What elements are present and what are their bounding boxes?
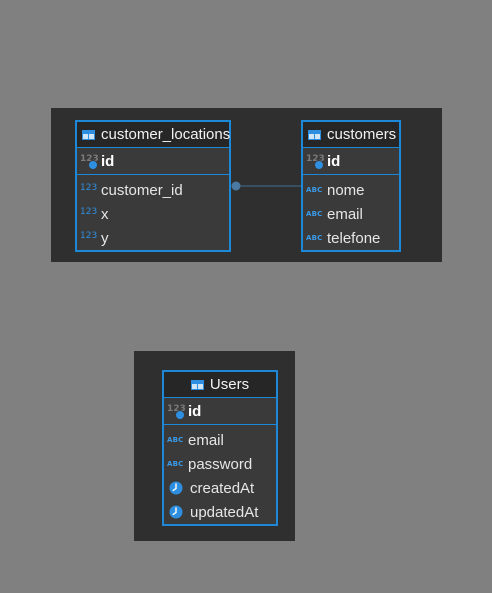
numeric-type-icon: 123: [80, 207, 98, 217]
numeric-type-icon: 123: [80, 183, 98, 193]
column-name: id: [188, 402, 202, 420]
entity-title: customer_locations: [101, 126, 231, 143]
column-row[interactable]: updatedAt: [164, 500, 276, 524]
primary-key-row[interactable]: 123 id: [164, 398, 276, 425]
primary-key-row[interactable]: 123 id: [77, 148, 229, 175]
column-row[interactable]: ABC password: [164, 452, 276, 476]
column-row[interactable]: 123 x: [77, 202, 229, 226]
numeric-type-icon: 123: [80, 231, 98, 241]
column-name: telefone: [327, 229, 381, 247]
column-row[interactable]: 123 customer_id: [77, 178, 229, 202]
text-type-icon: ABC: [167, 460, 184, 468]
column-name: updatedAt: [190, 503, 259, 521]
column-name: id: [327, 152, 341, 170]
entity-title: Users: [209, 376, 250, 393]
column-name: password: [188, 455, 253, 473]
entity-title: customers: [327, 126, 397, 143]
column-name: y: [101, 229, 109, 247]
column-row[interactable]: 123 y: [77, 226, 229, 250]
column-name: id: [101, 152, 115, 170]
text-type-icon: ABC: [306, 234, 323, 242]
clock-icon: [169, 505, 183, 519]
text-type-icon: ABC: [306, 186, 323, 194]
entity-customers[interactable]: customers 123 id ABC nome ABC email ABC …: [301, 120, 401, 252]
primary-key-row[interactable]: 123 id: [303, 148, 399, 175]
column-name: createdAt: [190, 479, 255, 497]
entity-customer-locations[interactable]: customer_locations 123 id 123 customer_i…: [75, 120, 231, 252]
column-row[interactable]: ABC email: [303, 202, 399, 226]
entity-users[interactable]: Users 123 id ABC email ABC password crea…: [162, 370, 278, 526]
column-name: email: [188, 431, 224, 449]
text-type-icon: ABC: [167, 436, 184, 444]
primary-key-icon: 123: [167, 404, 186, 420]
column-row[interactable]: createdAt: [164, 476, 276, 500]
entity-header[interactable]: Users: [164, 372, 276, 398]
column-name: customer_id: [101, 181, 183, 199]
table-icon: [190, 379, 204, 390]
entity-header[interactable]: customers: [303, 122, 399, 148]
clock-icon: [169, 481, 183, 495]
text-type-icon: ABC: [306, 210, 323, 218]
column-name: x: [101, 205, 109, 223]
table-icon: [308, 129, 321, 140]
primary-key-icon: 123: [306, 154, 325, 170]
column-name: email: [327, 205, 363, 223]
table-icon: [82, 129, 95, 140]
column-name: nome: [327, 181, 365, 199]
entity-header[interactable]: customer_locations: [77, 122, 231, 148]
column-row[interactable]: ABC email: [164, 428, 276, 452]
column-row[interactable]: ABC telefone: [303, 226, 399, 250]
primary-key-icon: 123: [80, 154, 99, 170]
column-row[interactable]: ABC nome: [303, 178, 399, 202]
